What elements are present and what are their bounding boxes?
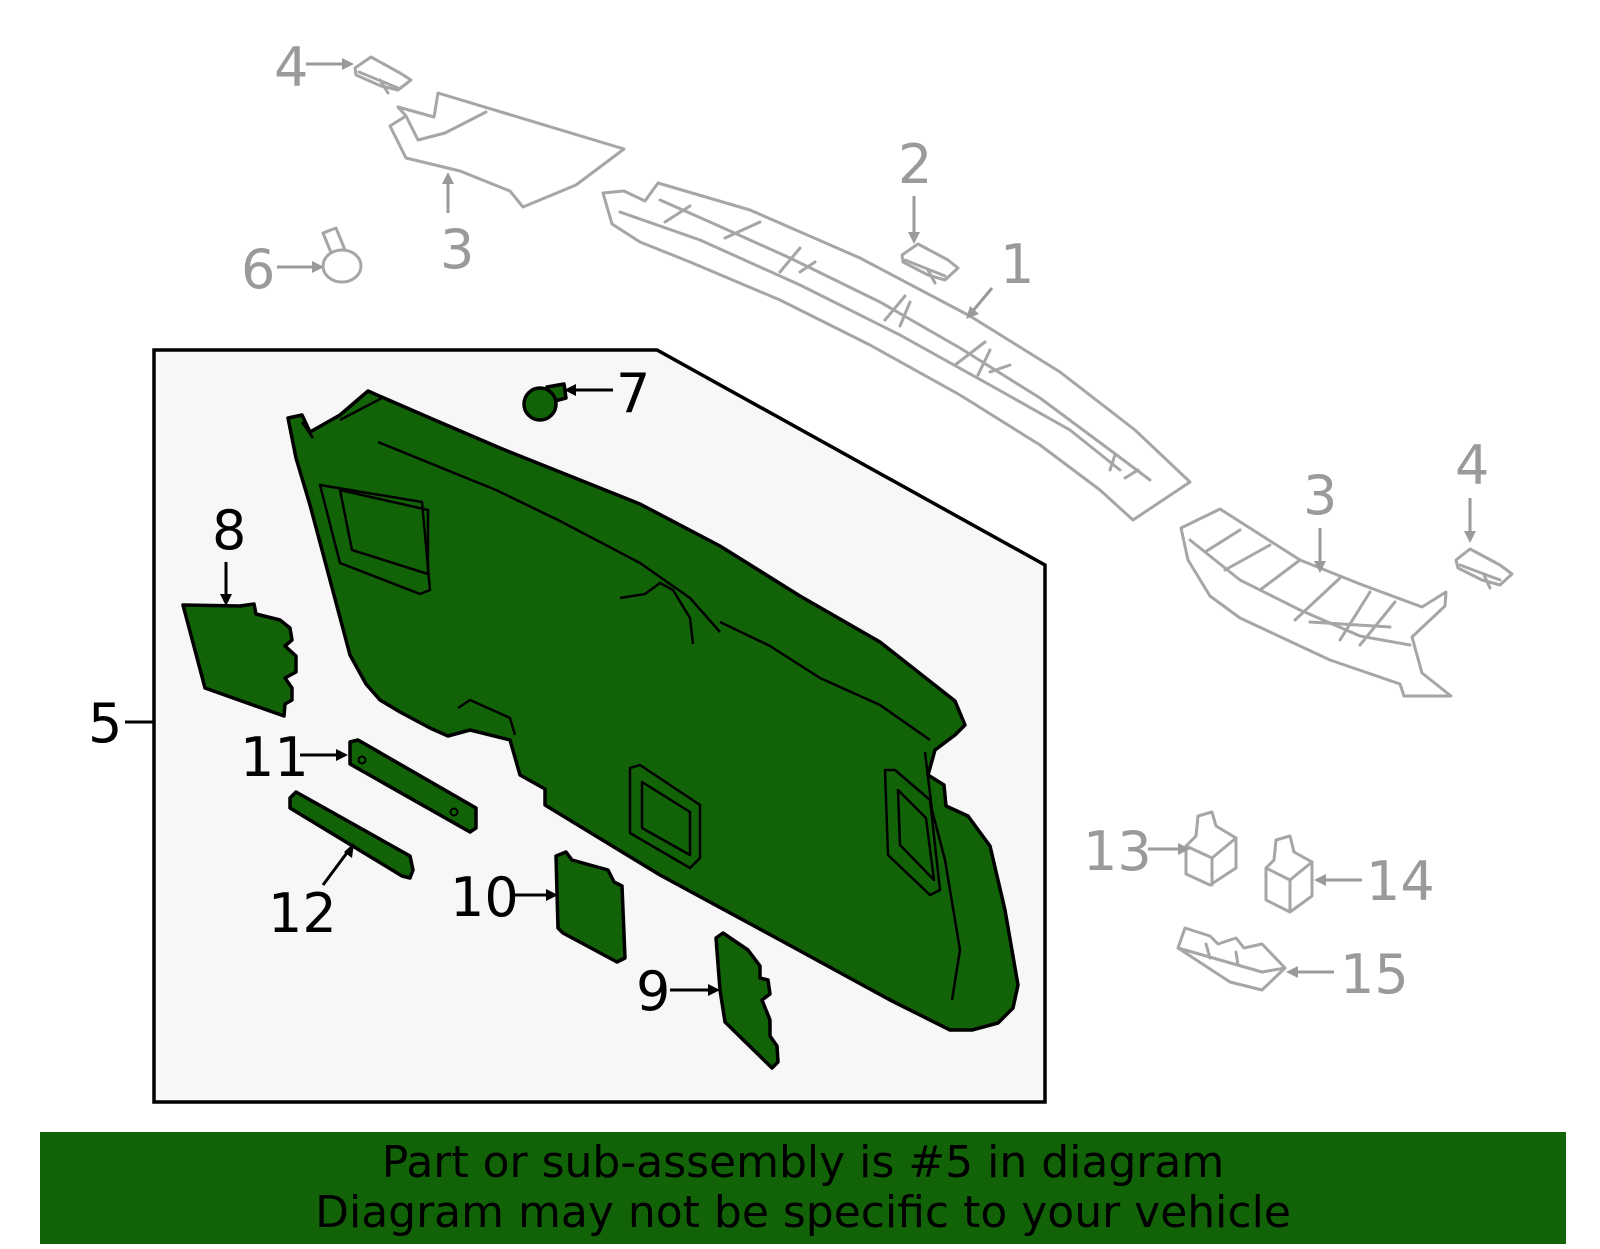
banner-line-1: Part or sub-assembly is #5 in diagram (381, 1137, 1225, 1188)
callout-7: 7 (616, 362, 650, 425)
part-13-bracket (1184, 810, 1238, 887)
callout-15: 15 (1340, 943, 1409, 1006)
part-8-cover (181, 602, 298, 718)
gray-leader-lines (277, 58, 1476, 978)
part-14-bracket (1264, 834, 1314, 914)
part-4-clip-right (1454, 547, 1514, 590)
part-11-strip (348, 738, 478, 834)
part-3-right-trim (1179, 507, 1453, 698)
callout-3-right: 3 (1303, 464, 1337, 527)
part-5-liftgate-trim-panel (286, 389, 1020, 1032)
callout-9: 9 (636, 960, 670, 1023)
part-4-clip-top (353, 55, 413, 95)
part-15-bracket (1176, 926, 1287, 992)
part-6-fastener (321, 226, 363, 284)
callout-6: 6 (241, 238, 275, 301)
callout-4-top: 4 (274, 36, 308, 99)
callout-5: 5 (88, 692, 122, 755)
callout-13: 13 (1083, 820, 1152, 883)
part-7-fastener (522, 382, 568, 422)
callout-4-right: 4 (1455, 434, 1489, 497)
part-2-clip (900, 242, 960, 285)
part-10-cover (554, 850, 627, 964)
part-9-cover (714, 931, 780, 1070)
callout-12: 12 (268, 882, 337, 945)
callout-3-left: 3 (440, 218, 474, 281)
dark-leader-lines (125, 384, 720, 996)
banner-line-2: Diagram may not be specific to your vehi… (315, 1187, 1291, 1238)
info-banner: Part or sub-assembly is #5 in diagram Di… (40, 1132, 1566, 1244)
callout-11: 11 (240, 726, 309, 789)
part-3-left-trim (388, 91, 626, 209)
callout-2: 2 (898, 133, 932, 196)
callout-1: 1 (1000, 233, 1034, 296)
callout-8: 8 (212, 499, 246, 562)
callout-10: 10 (450, 866, 519, 929)
part-1-upper-trim (601, 181, 1192, 522)
callout-14: 14 (1366, 850, 1435, 913)
part-12-strip (288, 790, 415, 880)
